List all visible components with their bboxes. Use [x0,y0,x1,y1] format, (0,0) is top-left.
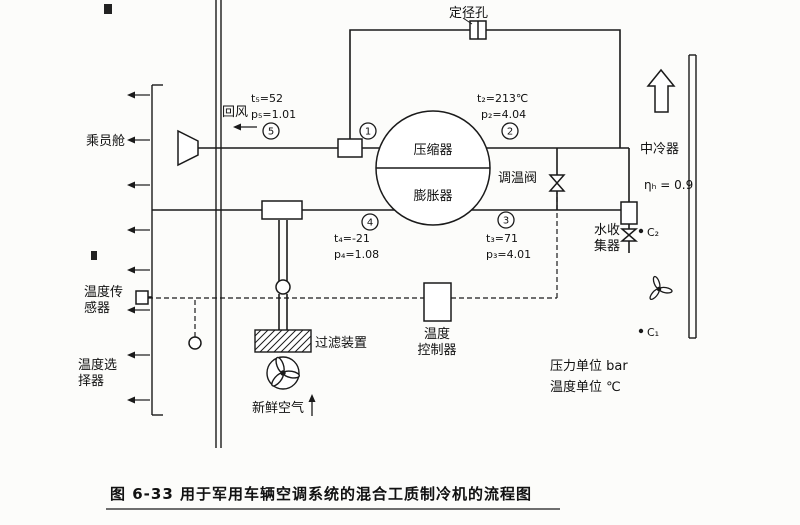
lower-pipe-block [261,200,303,220]
temp-selector-label-1: 温度选 [78,357,117,373]
upper-pipe-block [337,138,363,158]
leak-arrow-icons [127,91,150,404]
state-5-temp: t₅=52 [251,92,283,105]
state-2-number: 2 [507,127,513,138]
control-lines [148,193,558,337]
labels: 定径孔 回风 乘员舱 t₅=52 p₅=1.01 t₂=213℃ p₂=4.04… [78,6,693,416]
state-1-circle [359,122,377,140]
condenser-fan-icon [649,275,673,301]
stream-c2-dot [638,228,644,234]
flow-arrows [233,123,316,416]
temp-sensor-icon [135,290,149,305]
state-5-circle [262,122,280,140]
temp-controller-box [423,282,452,322]
figure-caption: 图 6-33 用于军用车辆空调系统的混合工质制冷机的流程图 [110,485,532,503]
filter-label: 过滤装置 [315,336,367,351]
temp-controller-label-1: 温度 [424,326,450,342]
intercooler-efficiency: ηₕ = 0.9 [644,178,693,192]
state-4-temp: t₄=-21 [334,232,370,245]
state-5-pressure: p₅=1.01 [251,108,296,121]
state-2-temp: t₂=213℃ [477,92,528,105]
cabin-inlet-funnel-icon [177,129,199,167]
temp-valve-label: 调温阀 [498,171,537,186]
temp-selector-label-2: 择器 [78,374,104,389]
return-air-label: 回风 [222,105,248,120]
water-collector-icon [620,201,638,225]
walls [151,0,697,448]
intercooler-label: 中冷器 [640,142,679,157]
filter-icon [254,329,312,353]
state-point-numbers: 5 1 2 4 3 [268,127,513,229]
state-4-pressure: p₄=1.08 [334,248,379,261]
temp-sensor-label-2: 感器 [84,300,110,316]
scan-artifact-2 [91,251,97,260]
fresh-air-label: 新鲜空气 [252,400,304,416]
state-4-number: 4 [367,218,373,229]
stream-c2-label: C₂ [647,226,659,239]
state-3-circle [497,211,515,229]
crew-cabin-label: 乘员舱 [86,134,125,149]
components [135,17,639,350]
water-collector-label-1: 水收 [594,223,620,238]
state-3-pressure: p₃=4.01 [486,248,531,261]
state-2-circle [501,122,519,140]
scan-artifact-1 [104,4,112,14]
state-points [262,122,519,231]
expander-label: 膨胀器 [413,189,452,204]
temperature-unit-note: 温度单位 ℃ [550,379,621,395]
duct-blower-icon [275,279,291,295]
temp-controller-label-2: 控制器 [417,343,456,358]
pressure-unit-note: 压力单位 bar [550,359,628,374]
temp-sensor-label-1: 温度传 [84,284,123,300]
state-2-pressure: p₂=4.04 [481,108,526,121]
drain-valve-icon [619,228,639,242]
state-5-number: 5 [268,127,274,138]
stream-c1-dot [638,328,644,334]
exhaust-up-arrow-icon [646,68,676,113]
stream-c1-label: C₁ [647,326,659,339]
state-1-number: 1 [365,127,371,138]
state-3-number: 3 [503,216,509,227]
water-collector-label-2: 集器 [594,238,620,254]
fresh-air-fan-icon [266,356,300,390]
temp-valve-icon [548,174,566,192]
compressor-label: 压缩器 [413,142,452,158]
orifice-label: 定径孔 [449,6,488,21]
state-4-circle [361,213,379,231]
state-3-temp: t₃=71 [486,232,518,245]
temp-selector-icon [188,336,202,350]
